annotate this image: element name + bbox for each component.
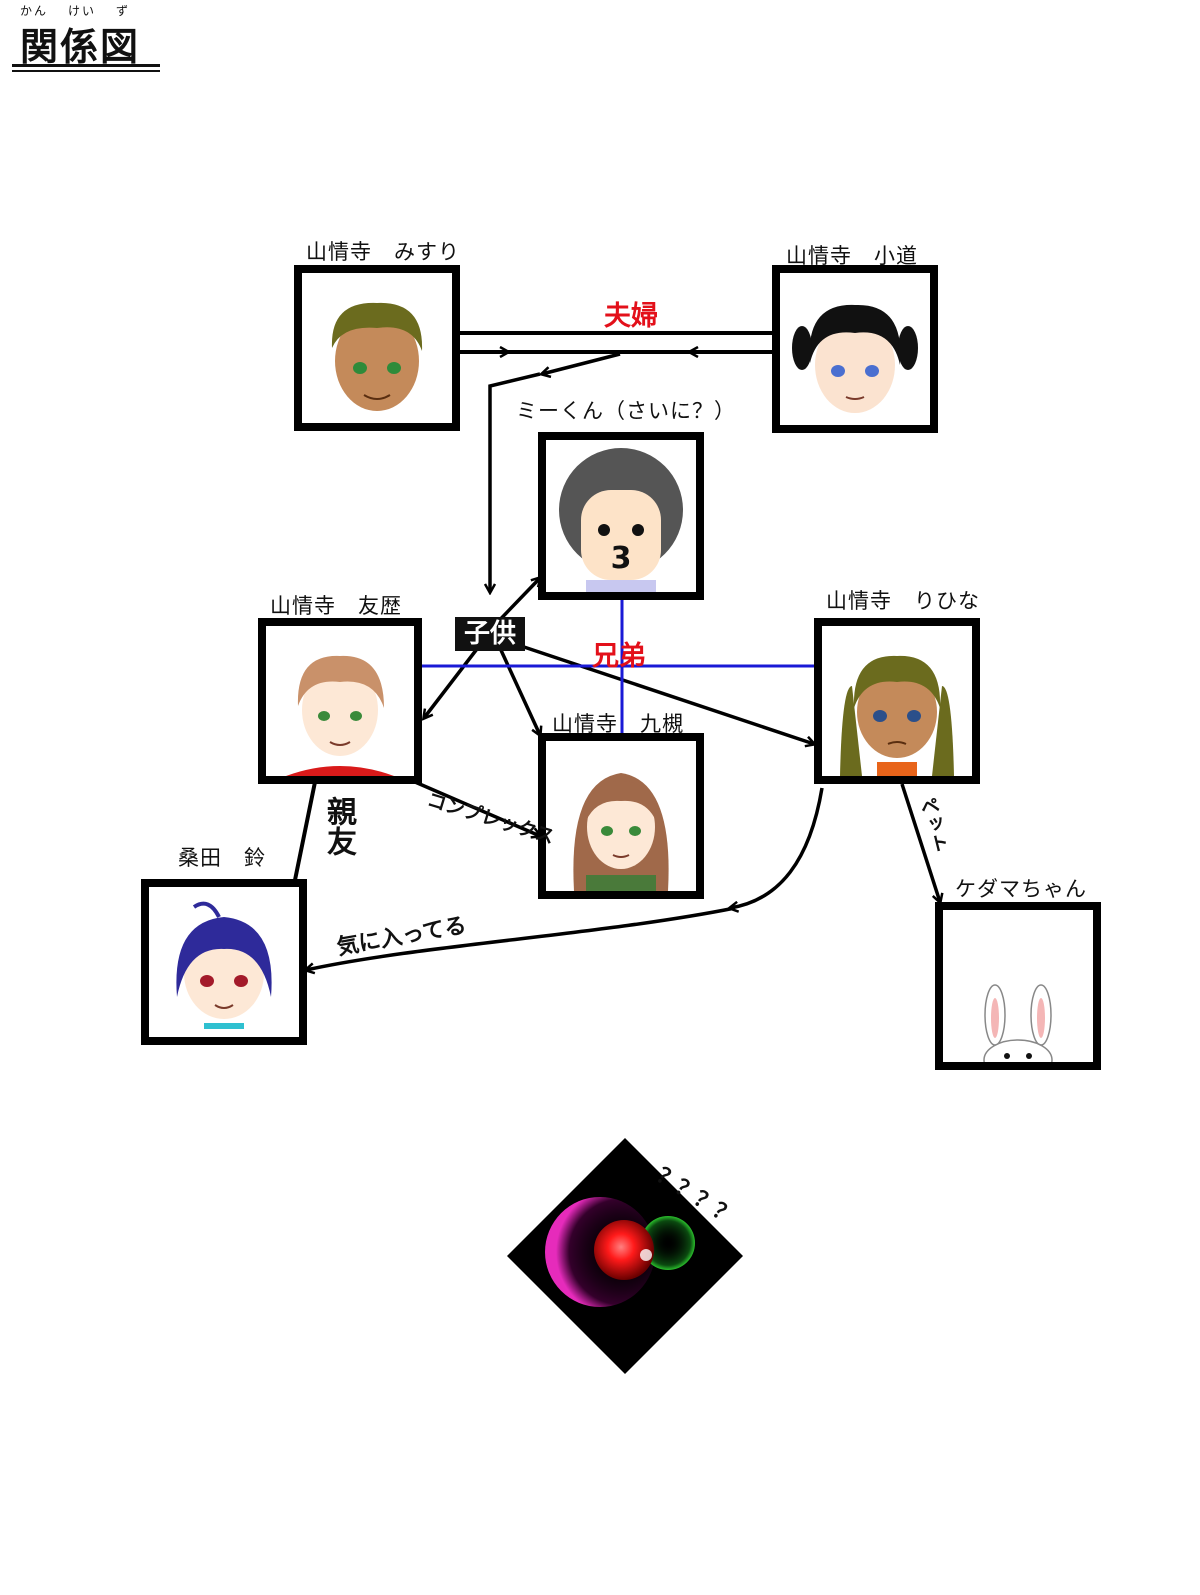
portrait-komichi: [772, 265, 938, 433]
svg-text:3: 3: [611, 541, 632, 576]
name-suzu: 桑田 鈴: [178, 846, 266, 870]
child-arrow-tomoreki: [424, 643, 482, 718]
face-icon: [176, 901, 272, 1029]
name-kedama: ケダマちゃん: [955, 877, 1087, 901]
rabbit-icon: [983, 984, 1053, 1062]
page-title-block: かん けい ず 関係図: [12, 2, 162, 72]
face-icon: [840, 655, 954, 776]
face-icon: [792, 304, 918, 413]
likes-arrow: [306, 906, 736, 970]
portrait-kedama: [935, 902, 1101, 1070]
title-underline-thin: [12, 70, 160, 72]
portrait-suzu: [141, 879, 307, 1045]
name-mii: ミーくん（さいに？）: [516, 399, 736, 423]
best-friend-line: [293, 781, 317, 881]
parents-to-mii-arrow: [542, 352, 621, 374]
portrait-tomoreki: [258, 618, 422, 784]
portrait-misuri: [294, 265, 460, 431]
complex-arrow: [414, 780, 540, 836]
parents-to-children-arrow: [490, 372, 541, 592]
child-arrow-kumi: [498, 647, 540, 735]
name-rihina: 山情寺 りひな: [826, 589, 980, 613]
mystery-diamond: [507, 1138, 743, 1374]
relation-children: 子供: [455, 617, 525, 651]
child-arrow-rihina: [517, 643, 814, 744]
title-ruby-3: ず: [116, 4, 131, 18]
face-icon: [331, 302, 423, 411]
name-misuri: 山情寺 みすり: [306, 240, 460, 264]
face-icon: [573, 773, 669, 891]
portrait-rihina: [814, 618, 980, 784]
name-kumi: 山情寺 九槻: [552, 712, 684, 736]
relation-siblings: 兄弟: [592, 641, 646, 672]
portrait-mii: 3: [538, 432, 704, 600]
relation-couple: 夫婦: [604, 301, 658, 332]
likes-arrow-short: [730, 787, 824, 908]
pet-arrow: [900, 783, 940, 902]
title-ruby-1: かん: [20, 4, 49, 18]
title-underline: [12, 64, 160, 67]
page-title: 関係図: [20, 24, 141, 69]
face-icon: [286, 655, 394, 776]
name-tomoreki: 山情寺 友歴: [270, 594, 402, 618]
portrait-kumi: [538, 733, 704, 899]
name-komichi: 山情寺 小道: [786, 244, 918, 268]
face-icon: 3: [559, 448, 683, 592]
relation-best-friend: 親友: [321, 796, 356, 856]
title-ruby-2: けい: [68, 4, 97, 18]
